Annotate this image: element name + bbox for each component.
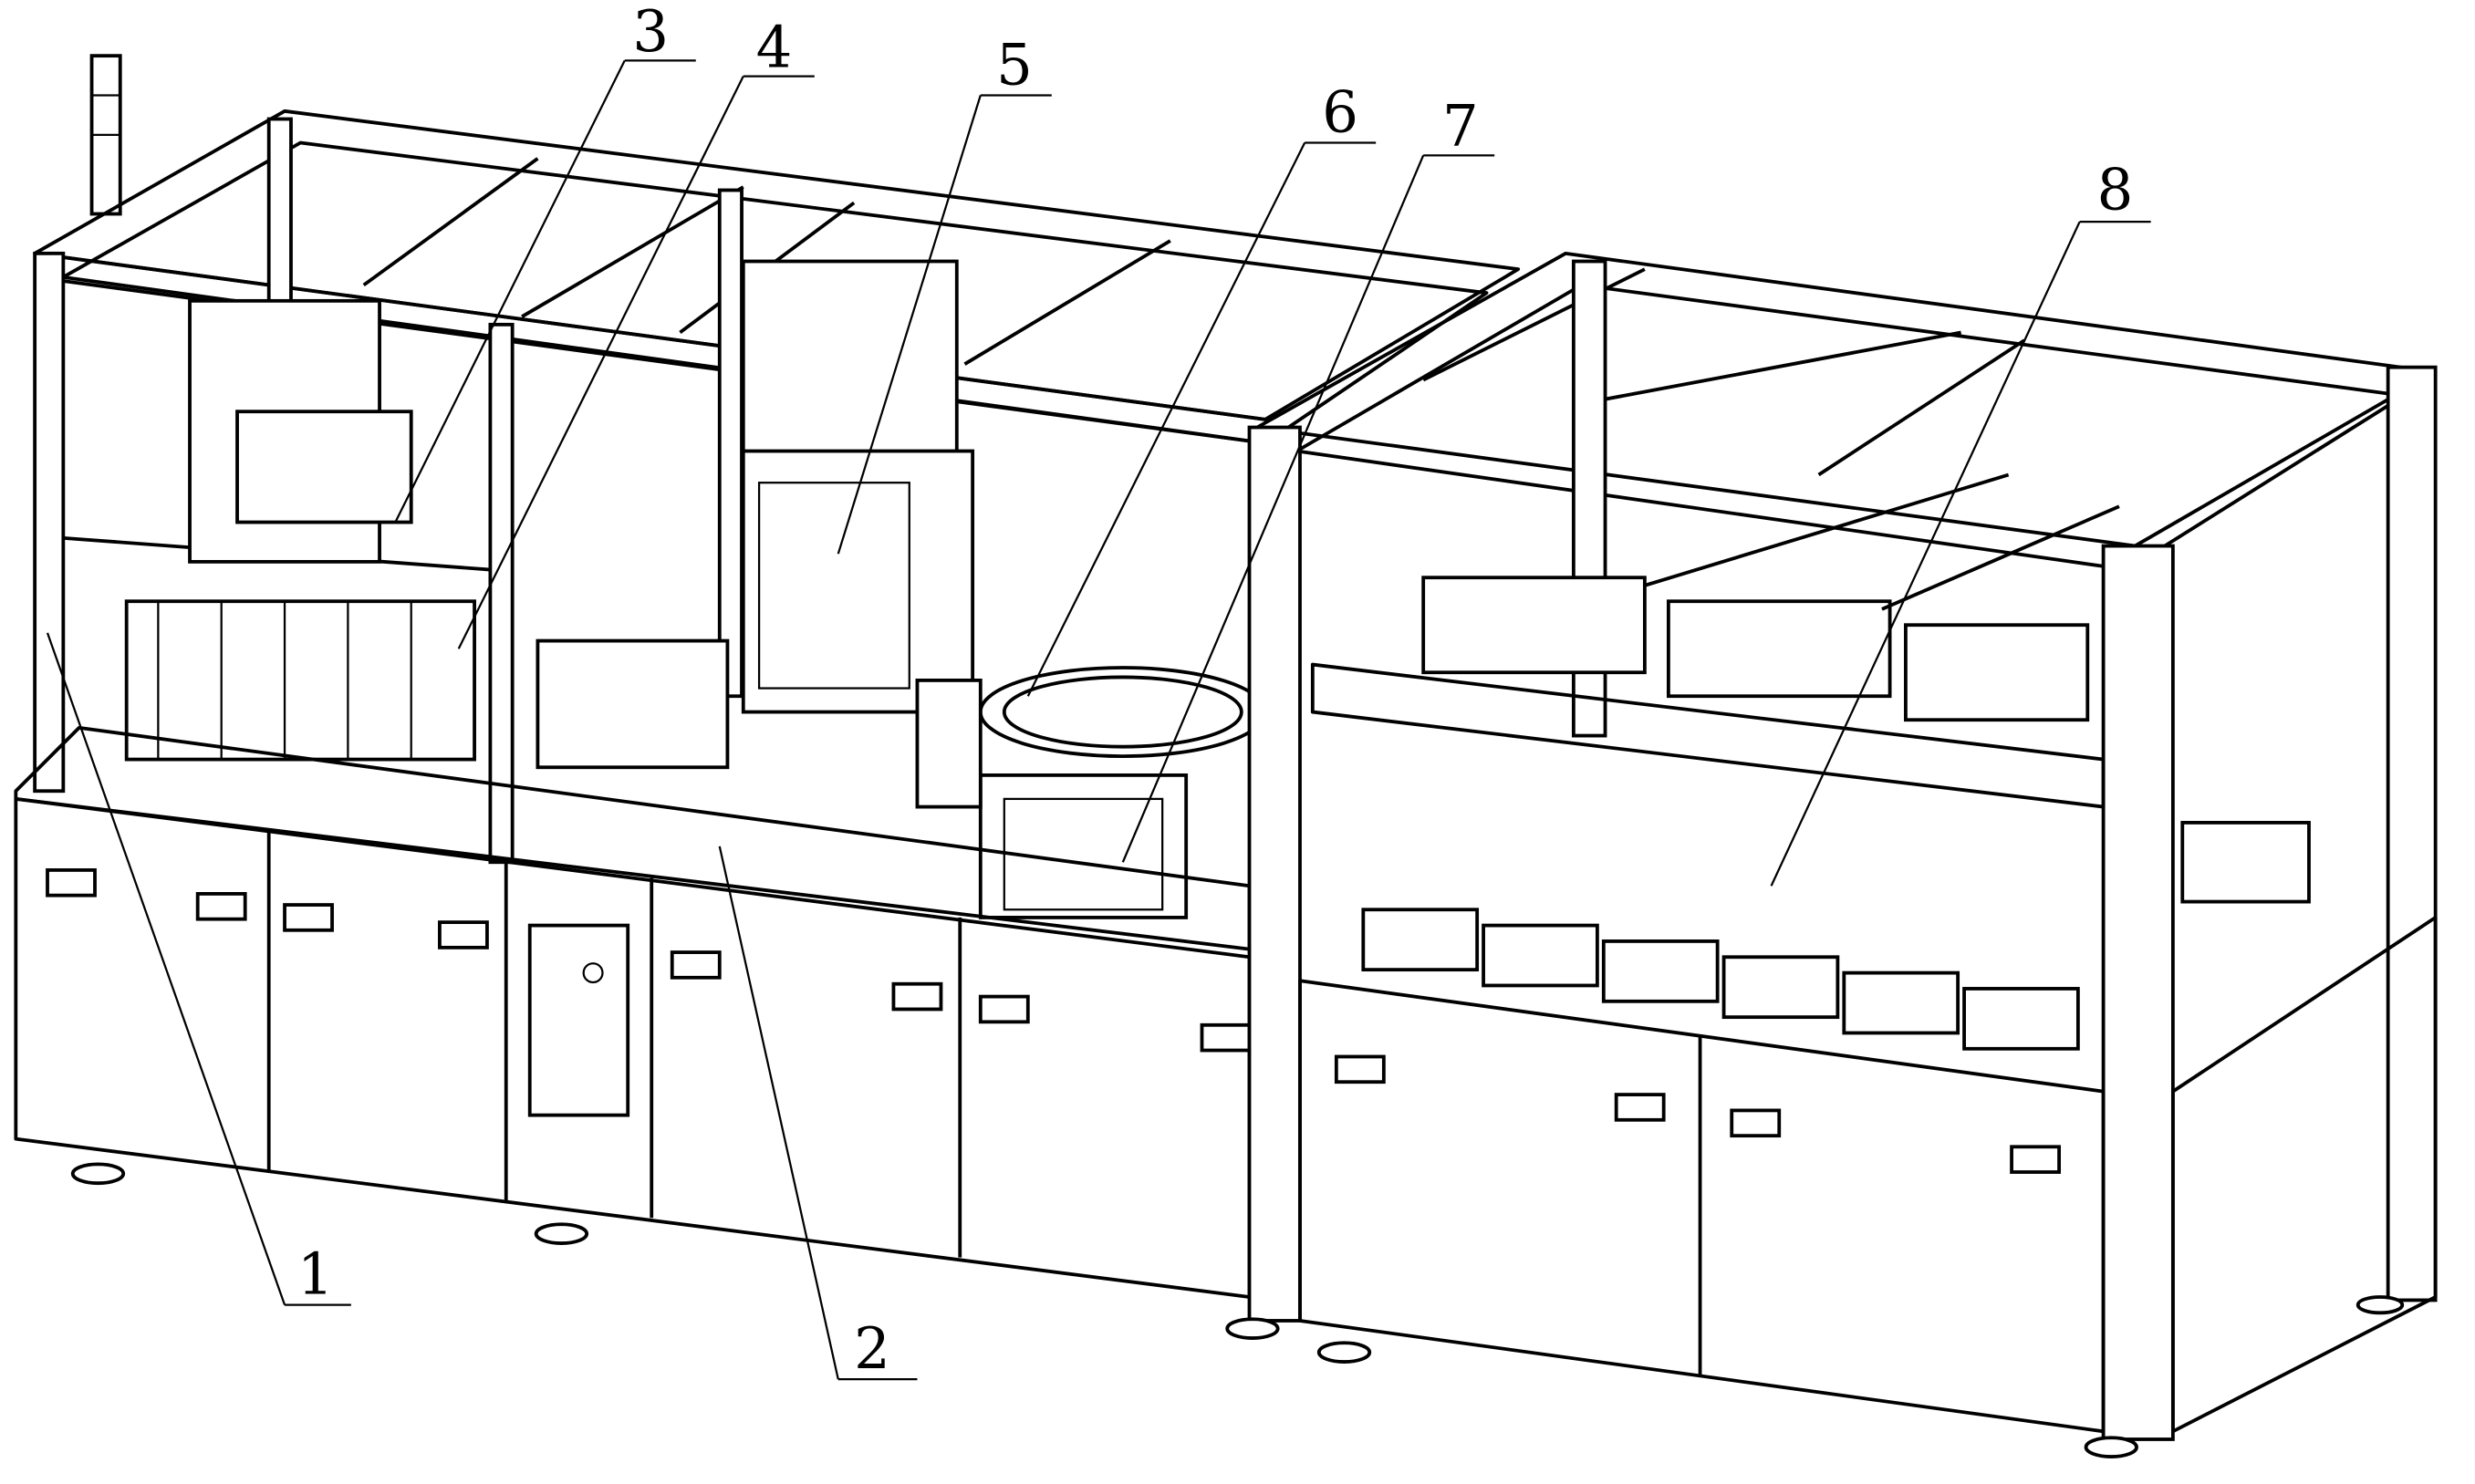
callout-label-7: 7 — [1442, 93, 1479, 160]
callout-7: 7 — [1123, 93, 1494, 862]
callout-2: 2 — [720, 846, 918, 1382]
callout-label-1: 1 — [297, 1241, 334, 1308]
callout-label-6: 6 — [1322, 78, 1358, 145]
callout-label-2: 2 — [854, 1315, 890, 1382]
callout-label-5: 5 — [996, 31, 1033, 98]
callout-label-4: 4 — [756, 14, 793, 80]
left-mechanisms — [127, 262, 1265, 918]
signal-tower — [92, 56, 120, 213]
callout-label-8: 8 — [2097, 156, 2134, 223]
callout-label-3: 3 — [632, 0, 669, 65]
